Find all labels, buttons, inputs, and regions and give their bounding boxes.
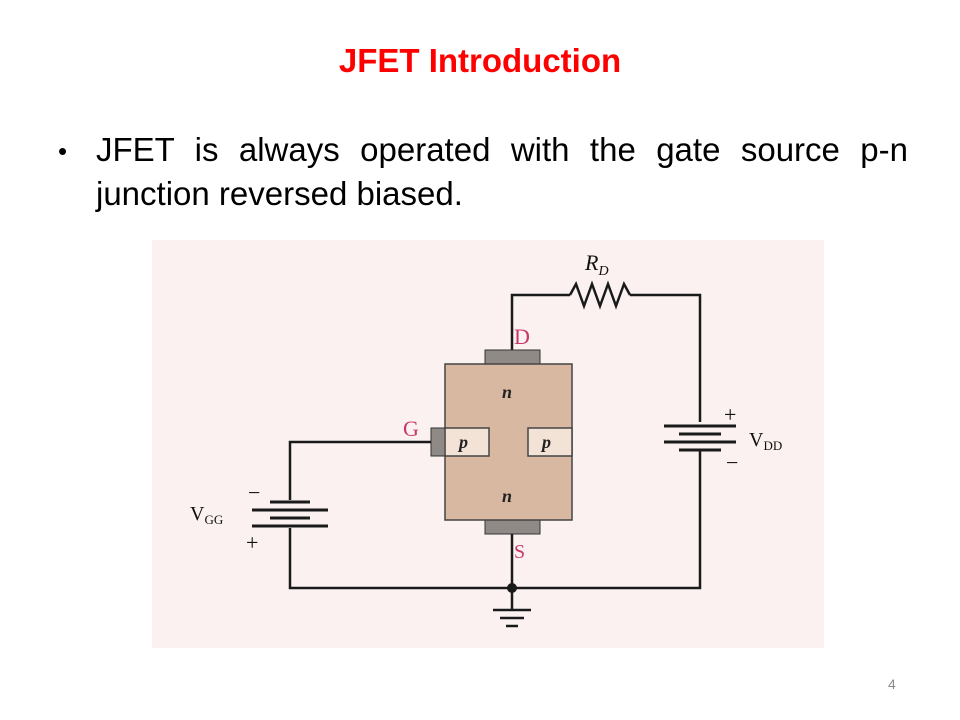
vgg-plus-sign: +	[246, 530, 258, 555]
p-right-label: p	[540, 432, 551, 452]
wire-resistor-to-vdd	[630, 293, 702, 422]
wire-drain-to-resistor	[510, 293, 570, 360]
source-label: S	[514, 541, 525, 563]
vgg-label: VGG	[190, 503, 223, 527]
gate-contact	[430, 427, 446, 457]
vdd-plus-sign: +	[724, 402, 736, 427]
bullet-dot: •	[58, 136, 68, 166]
n-top-label: n	[502, 382, 512, 402]
resistor-label: RD	[584, 250, 609, 279]
slide-title: JFET Introduction	[338, 42, 622, 79]
vdd-label: VDD	[749, 429, 782, 453]
wire-vgg-to-ground	[288, 528, 512, 590]
gate-label: G	[403, 416, 419, 441]
bullet-item: • JFET is always operated with the gate …	[58, 128, 908, 216]
p-left-label: p	[457, 432, 468, 452]
drain-label: D	[514, 324, 530, 349]
wire-gate-to-vgg	[288, 440, 431, 500]
drain-resistor	[568, 280, 632, 310]
n-bottom-label: n	[502, 486, 512, 506]
jfet-circuit-figure: RD D G S n n p p VDD + − VGG − +	[152, 240, 824, 648]
bullet-text: JFET is always operated with the gate so…	[96, 131, 908, 212]
ground-symbol	[493, 608, 531, 628]
drain-contact	[484, 349, 541, 365]
jfet-circuit-diagram: RD D G S n n p p VDD + − VGG − +	[152, 240, 824, 648]
p-region-right	[527, 427, 573, 457]
p-region-left	[444, 427, 490, 457]
source-contact	[484, 519, 541, 535]
vdd-battery	[664, 424, 736, 452]
page-number: 4	[888, 676, 896, 692]
vgg-minus-sign: −	[248, 480, 260, 505]
vgg-battery	[252, 500, 328, 528]
wire-vdd-to-ground	[512, 450, 702, 590]
vdd-minus-sign: −	[726, 450, 738, 475]
ground-junction-dot	[507, 583, 517, 593]
